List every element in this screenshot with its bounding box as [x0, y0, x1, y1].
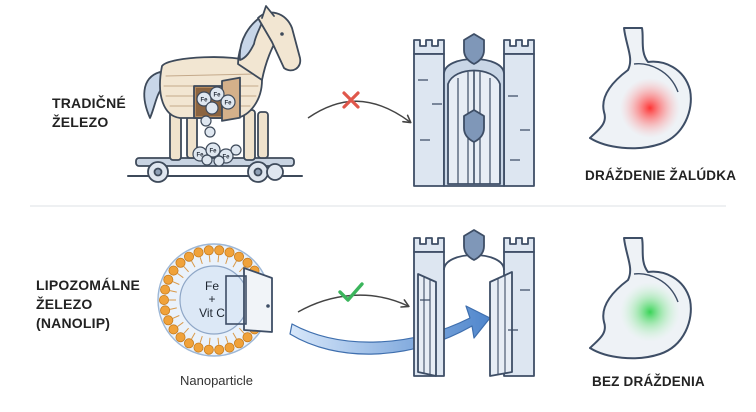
lipid-tail: [225, 335, 229, 343]
fe-ball-label: Fe: [213, 93, 221, 99]
lipid-head: [183, 338, 194, 349]
core-plus-label: +: [208, 292, 215, 306]
lipid-head: [214, 245, 225, 256]
lipid-head: [163, 274, 174, 285]
lipid-tail: [172, 315, 180, 319]
lipid-head: [214, 344, 225, 355]
lipid-tail: [172, 281, 180, 285]
liposome-nanoparticle: [157, 243, 273, 357]
open-castle-gate: [413, 229, 535, 377]
lipid-head: [163, 315, 174, 326]
lipid-head: [160, 284, 171, 295]
fe-ball-label: Fe: [224, 101, 232, 107]
liposomal-label-line-3: (NANOLIP): [36, 315, 111, 331]
fe-ball-label: Fe: [200, 98, 208, 104]
lipid-tail: [199, 335, 203, 343]
lipid-tail: [169, 290, 177, 293]
absorption-flow-arrow: [289, 305, 491, 355]
liposomal-iron-label: LIPOZOMÁLNE ŽELEZO (NANOLIP): [36, 276, 140, 333]
lipid-tail: [232, 260, 237, 268]
calm-glow: [620, 282, 680, 342]
no-irritation-label: BEZ DRÁŽDENIA: [592, 374, 705, 389]
lipid-head: [224, 342, 235, 353]
iron-particles-group: [192, 86, 242, 167]
irritated-stomach: [589, 27, 692, 150]
traditional-label-line-1: TRADIČNÉ: [52, 95, 126, 111]
lipid-tail: [169, 307, 177, 310]
liposomal-label-line-2: ŽELEZO: [36, 296, 93, 312]
lipid-head: [183, 251, 194, 262]
red-x-icon: [342, 91, 360, 109]
lipid-head: [203, 344, 214, 355]
lipid-head: [242, 257, 253, 268]
nanoparticle-caption: Nanoparticle: [180, 373, 253, 388]
lipid-head: [242, 332, 253, 343]
lipid-tail: [208, 255, 211, 263]
core-fe-label: Fe: [205, 279, 219, 293]
lipid-tail: [217, 255, 220, 263]
lipid-head: [175, 257, 186, 268]
lipid-head: [203, 245, 214, 256]
core-vitc-label: Vit C: [199, 306, 225, 320]
lipid-tail: [183, 266, 189, 273]
fe-ball-label: Fe: [196, 153, 204, 159]
lipid-head: [233, 338, 244, 349]
lipid-tail: [177, 321, 184, 327]
fe-ball-label: Fe: [209, 149, 217, 155]
lipid-tail: [225, 257, 229, 265]
closed-castle-gate: [413, 33, 535, 187]
lipid-tail: [217, 337, 220, 345]
stomach-irritation-label: DRÁŽDENIE ŽALÚDKA: [585, 168, 737, 183]
lipid-head: [224, 247, 235, 258]
lipid-tail: [191, 332, 196, 340]
lipid-tail: [232, 332, 237, 340]
lipid-head: [193, 342, 204, 353]
blocked-path-arrow: [307, 100, 412, 124]
liposomal-label-line-1: LIPOZOMÁLNE: [36, 277, 141, 293]
lipid-head: [233, 251, 244, 262]
lipid-head: [193, 247, 204, 258]
irritation-glow: [620, 78, 680, 138]
fe-ball-label: Fe: [222, 155, 230, 161]
lipid-tail: [177, 273, 184, 279]
lipid-head: [158, 294, 169, 305]
lipid-head: [175, 332, 186, 343]
lipid-head: [160, 305, 171, 316]
pass-path-arrow: [297, 294, 410, 313]
traditional-label-line-2: ŽELEZO: [52, 114, 109, 130]
lipid-tail: [199, 257, 203, 265]
trojan-horse-illustration: [127, 5, 303, 183]
lipid-head: [168, 265, 179, 276]
lipid-tail: [183, 327, 189, 334]
lipid-tail: [208, 337, 211, 345]
calm-stomach: [589, 237, 692, 360]
lipid-tail: [191, 260, 196, 268]
traditional-iron-label: TRADIČNÉ ŽELEZO: [52, 94, 126, 132]
lipid-tail: [239, 327, 245, 334]
lipid-head: [168, 324, 179, 335]
green-check-icon: [338, 282, 364, 302]
